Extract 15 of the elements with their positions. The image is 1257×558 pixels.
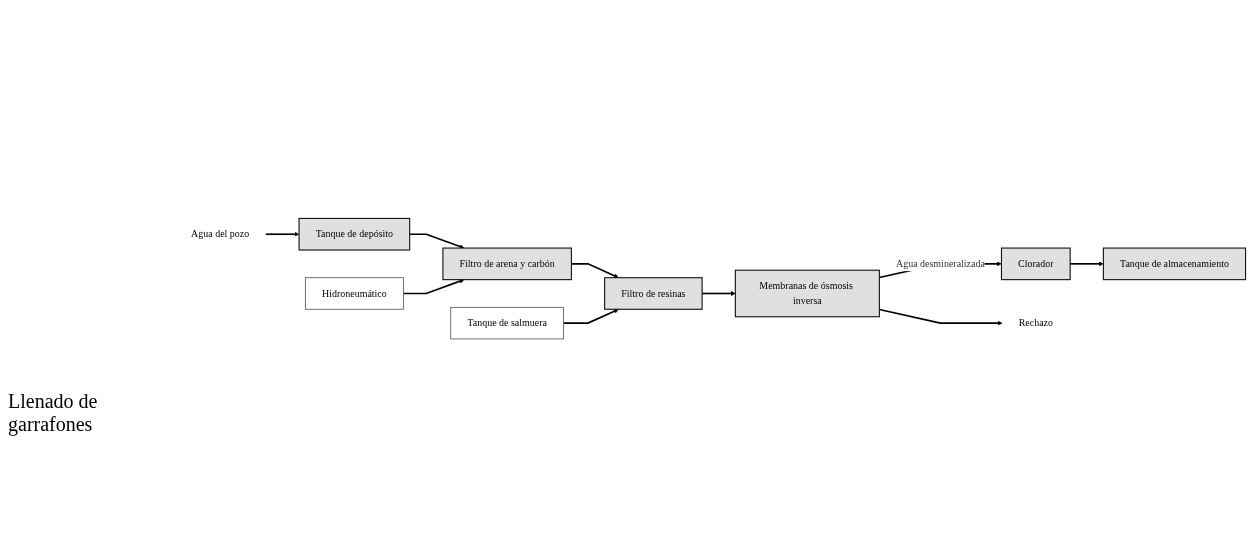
node-text: Agua del pozo	[191, 228, 250, 240]
node-text: Rechazo	[1018, 317, 1053, 329]
node-box: Filtro de arena y carbón	[442, 247, 572, 281]
node-box: Clorador	[1000, 247, 1071, 281]
node-box: Tanque de depósito	[298, 218, 411, 251]
edge-label: Agua desmineralizada	[895, 258, 985, 270]
node-box: Tanque de almacenamiento	[1102, 247, 1247, 281]
node-box: Membranas de ósmosis inversa	[734, 270, 880, 318]
node-box: Hidroneumático	[304, 277, 404, 310]
arrow	[562, 309, 619, 325]
node-box: Tanque de salmuera	[450, 307, 564, 340]
arrow	[402, 279, 465, 295]
side-note: Llenado de garrafones	[8, 390, 99, 436]
node-box: Filtro de resinas	[604, 277, 703, 311]
arrow	[265, 232, 300, 237]
